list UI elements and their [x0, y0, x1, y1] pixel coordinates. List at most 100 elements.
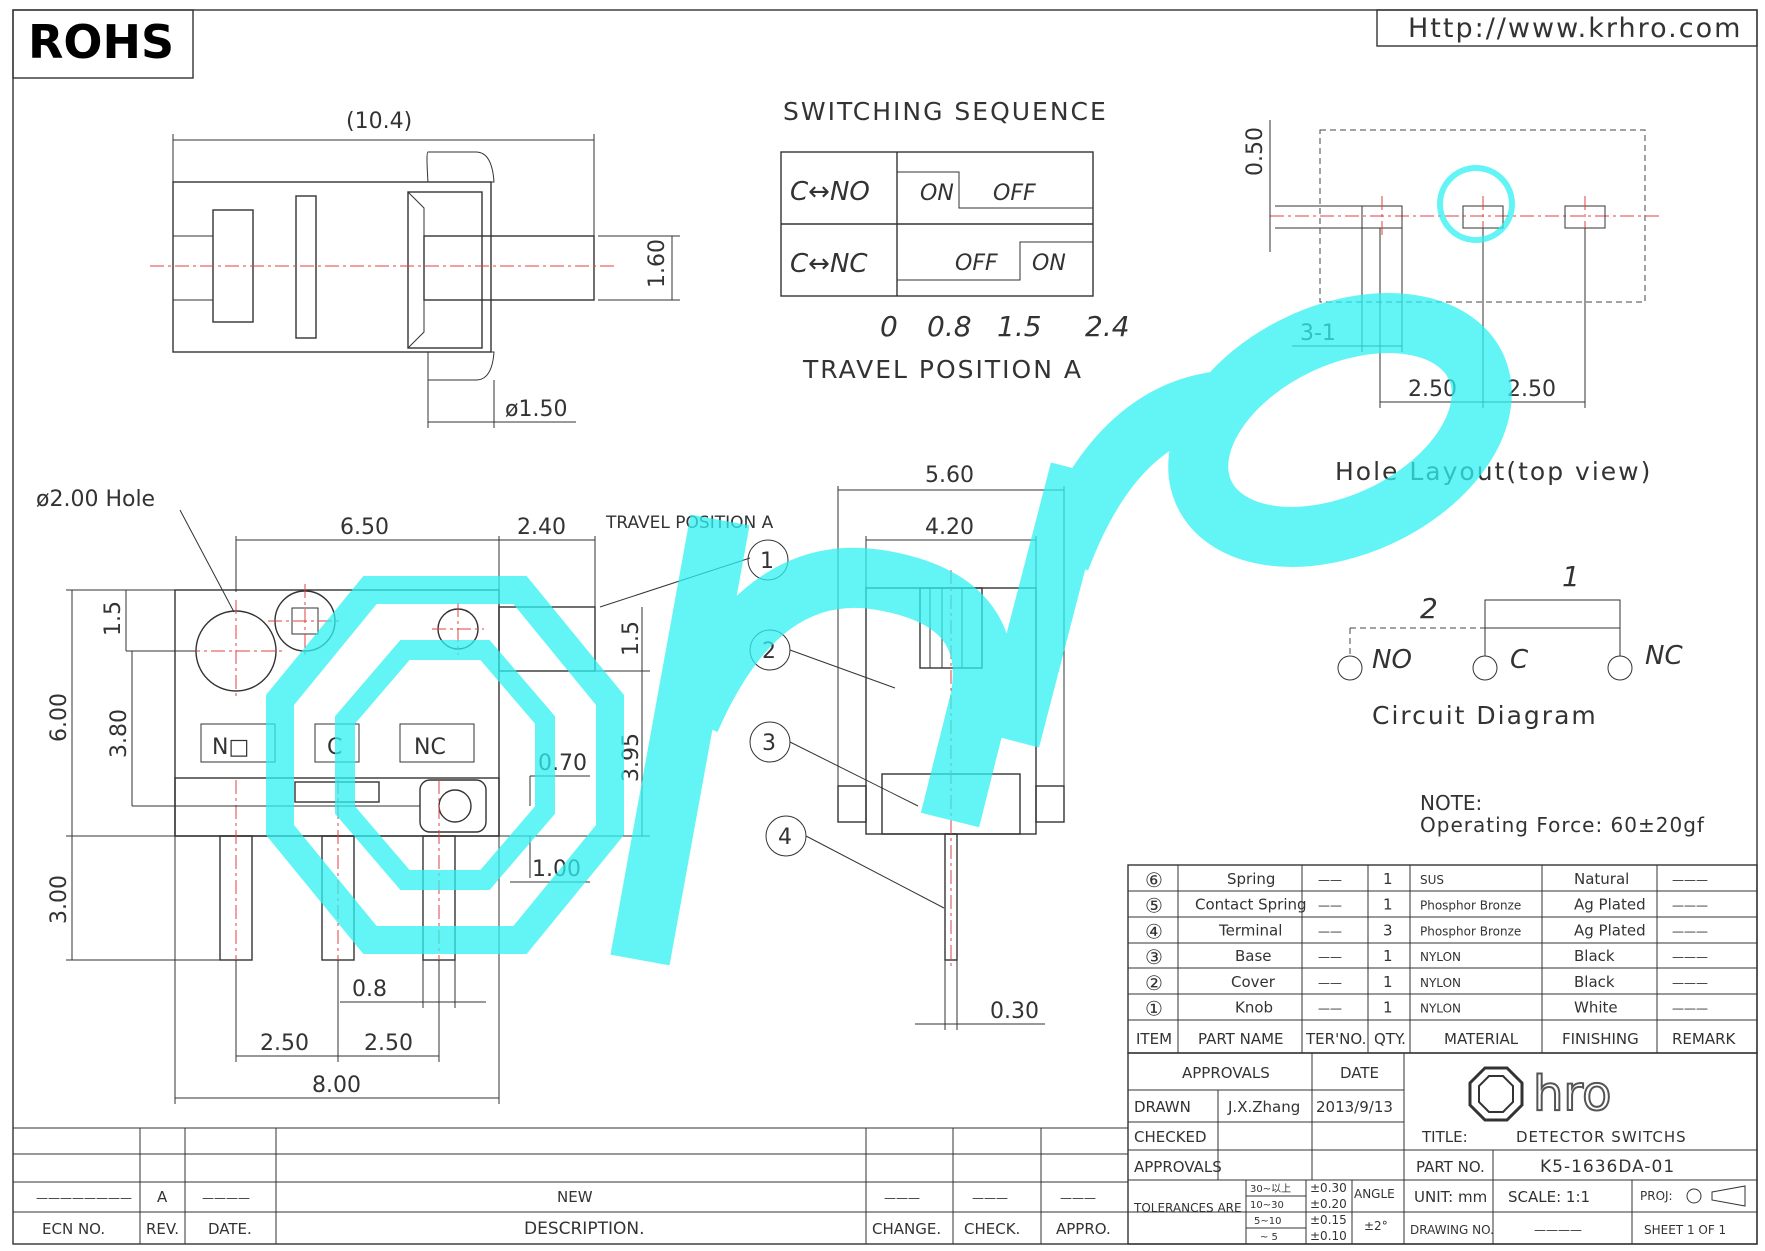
hdr-ter: TER'NO.	[1305, 1030, 1366, 1048]
bom-cell-item: ③	[1145, 945, 1163, 969]
bom-cell-ter: ——	[1318, 924, 1342, 938]
rev-check: CHECK.	[964, 1220, 1020, 1238]
title-block: APPROVALS DATE DRAWN J.X.Zhang 2013/9/13…	[1127, 1052, 1758, 1245]
dim-width-104: (10.4)	[346, 109, 412, 134]
circuit-1: 1	[1562, 560, 1580, 593]
dim-030: 0.30	[990, 999, 1039, 1024]
switching-title: SWITCHING SEQUENCE	[783, 97, 1108, 126]
dim-250b: 2.50	[364, 1031, 413, 1056]
tb-drawn: DRAWN	[1134, 1098, 1191, 1116]
bom-cell-finish: White	[1574, 999, 1618, 1017]
bom-cell-finish: Black	[1574, 973, 1615, 991]
note-text: Operating Force: 60±20gf	[1420, 813, 1705, 837]
tol-val-3: ±0.15	[1310, 1213, 1347, 1227]
callout-3: 3	[762, 731, 776, 756]
tb-date: DATE	[1340, 1064, 1379, 1082]
tol-range-1: 30~以上	[1250, 1183, 1291, 1195]
bom-cell-ter: ——	[1318, 976, 1342, 990]
rev-appro: APPRO.	[1056, 1220, 1111, 1238]
bom-cell-item: ⑤	[1145, 894, 1163, 918]
tol-val-2: ±0.20	[1310, 1197, 1347, 1211]
bom-cell-material: SUS	[1420, 873, 1444, 887]
rev-ecn-val: ————————	[36, 1191, 132, 1205]
bom-cell-qty: 1	[1383, 870, 1393, 888]
rohs-label: ROHS	[28, 15, 174, 69]
dim-560: 5.60	[925, 463, 974, 488]
side-view: (10.4) 1.60 ø1.50	[150, 109, 680, 428]
rev-check-val: ———	[972, 1191, 1008, 1205]
dim-250-right: 2.50	[1507, 377, 1556, 402]
projection-icon	[1686, 1188, 1702, 1204]
row-c-nc: C↔NC	[790, 249, 868, 279]
pin-label-no: N□	[212, 735, 249, 760]
bom-cell-material: NYLON	[1420, 976, 1461, 990]
note-title: NOTE:	[1420, 791, 1482, 815]
bom-cell-item: ④	[1145, 919, 1163, 943]
revision-table: ———————— A ———— NEW ——— ——— ——— ECN NO. …	[13, 1127, 1129, 1244]
pos-15: 1.5	[997, 310, 1042, 343]
dim-420: 4.20	[925, 515, 974, 540]
hro-watermark	[266, 165, 1515, 966]
rev-ecn: ECN NO.	[42, 1220, 105, 1238]
bom-cell-finish: Natural	[1574, 870, 1629, 888]
dim-380: 3.80	[107, 709, 132, 758]
bom-cell-name: Terminal	[1218, 921, 1282, 939]
sheet-border	[12, 9, 1758, 1245]
side-view-2: 5.60 4.20 0.30 1 2 3 4	[747, 463, 1065, 1030]
hdr-finish: FINISHING	[1562, 1030, 1639, 1048]
rev-date: DATE.	[208, 1220, 252, 1238]
hro-logo: hro	[1468, 1065, 1612, 1123]
bom-cell-name: Base	[1235, 947, 1272, 965]
dim-pin-150: ø1.50	[505, 397, 567, 422]
dim-15-left: 1.5	[101, 601, 126, 636]
url-box	[1376, 9, 1758, 47]
bom-table	[1127, 864, 1758, 1054]
dim-050: 0.50	[1243, 127, 1268, 176]
tb-angle: ANGLE	[1354, 1187, 1395, 1201]
dim-250a: 2.50	[260, 1031, 309, 1056]
bom-cell-finish: Ag Plated	[1574, 921, 1646, 939]
bom-cell-finish: Ag Plated	[1574, 896, 1646, 914]
hdr-item: ITEM	[1136, 1030, 1172, 1048]
hdr-qty: QTY.	[1374, 1030, 1406, 1048]
row-c-no: C↔NO	[790, 177, 870, 207]
dim-650: 6.50	[340, 515, 389, 540]
rev-change: CHANGE.	[872, 1220, 941, 1238]
logo-text: hro	[1533, 1066, 1611, 1122]
rev-desc-val: NEW	[557, 1188, 593, 1206]
bom-cell-remark: ———	[1672, 1002, 1708, 1016]
dim-600: 6.00	[47, 693, 72, 742]
bom-cell-material: Phosphor Bronze	[1420, 924, 1521, 938]
bom-cell-material: NYLON	[1420, 950, 1461, 964]
seq1-on: ON	[920, 181, 954, 206]
bom-cell-ter: ——	[1318, 873, 1342, 887]
tol-val-1: ±0.30	[1310, 1181, 1347, 1195]
bom-cell-name: Cover	[1231, 973, 1276, 991]
tb-drawn-date: 2013/9/13	[1316, 1098, 1393, 1116]
bom-cell-remark: ———	[1672, 873, 1708, 887]
travel-position-label: TRAVEL POSITION A	[802, 355, 1083, 384]
bom-cell-finish: Black	[1574, 947, 1615, 965]
bom-cell-remark: ———	[1672, 899, 1708, 913]
tb-sheet: SHEET 1 OF 1	[1644, 1223, 1726, 1237]
bom-header: ITEM PART NAME TER'NO. QTY. MATERIAL FIN…	[1136, 1030, 1737, 1048]
bom-cell-name: Spring	[1227, 870, 1275, 888]
bom-cell-item: ①	[1145, 997, 1163, 1021]
tb-approvals: APPROVALS	[1182, 1064, 1270, 1082]
tol-val-4: ±0.10	[1310, 1229, 1347, 1243]
bom-cell-qty: 1	[1383, 947, 1393, 965]
tol-range-3: 5~10	[1254, 1216, 1281, 1227]
tb-partno: K5-1636DA-01	[1540, 1157, 1675, 1177]
tb-angle-val: ±2°	[1364, 1219, 1388, 1233]
circuit-title: Circuit Diagram	[1372, 701, 1598, 730]
tb-proj: PROJ:	[1640, 1189, 1673, 1203]
circuit-diagram: 1 2 NO C NC Circuit Diagram	[1337, 560, 1683, 730]
hdr-name: PART NAME	[1198, 1030, 1284, 1048]
tb-approvals2: APPROVALS	[1134, 1158, 1222, 1176]
dim-800: 8.00	[312, 1073, 361, 1098]
tb-drawing-no: DRAWING NO.	[1410, 1223, 1494, 1237]
website-url[interactable]: Http://www.krhro.com	[1408, 13, 1742, 44]
hdr-remark: REMARK	[1672, 1030, 1737, 1048]
tb-checked: CHECKED	[1134, 1128, 1207, 1146]
seq2-on: ON	[1032, 251, 1066, 276]
